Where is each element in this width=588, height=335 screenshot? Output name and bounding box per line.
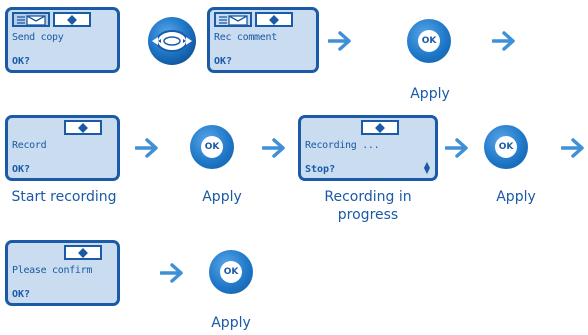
recording-in-progress-caption: Recording in progress <box>318 188 418 224</box>
screen-line-2: OK? <box>12 289 31 300</box>
phone-screen-rec-comment: Rec comment OK? <box>207 7 319 73</box>
right-arrow-icon <box>445 138 468 158</box>
ok-label: OK <box>418 30 440 52</box>
screen-line-1: Send copy <box>12 32 64 43</box>
right-arrow-icon <box>492 31 515 51</box>
apply-caption: Apply <box>496 189 536 205</box>
screen-line-1: Please confirm <box>12 265 93 276</box>
screen-line-1: Recording ... <box>305 140 380 151</box>
diamond-tab-icon <box>53 12 91 27</box>
phone-screen-recording: Recording ... Stop? ▲▼ <box>298 115 438 181</box>
ok-button[interactable]: OK <box>190 125 234 169</box>
start-recording-caption: Start recording <box>11 189 117 205</box>
phone-screen-please-confirm: Please confirm OK? <box>5 240 120 306</box>
right-arrow-icon <box>561 138 584 158</box>
right-arrow-icon <box>135 138 158 158</box>
message-tab-icon <box>12 12 50 27</box>
screen-line-2: Stop? <box>305 164 336 175</box>
diamond-tab-icon <box>361 120 399 135</box>
scroll-updown-icon: ▲▼ <box>423 160 430 175</box>
screen-line-1: Record <box>12 140 47 151</box>
apply-caption: Apply <box>410 86 450 102</box>
ok-label: OK <box>495 136 517 158</box>
screen-line-2: OK? <box>12 56 31 67</box>
screen-line-2: OK? <box>214 56 233 67</box>
ok-label: OK <box>220 261 242 283</box>
ok-button[interactable]: OK <box>209 250 253 294</box>
ok-button[interactable]: OK <box>407 19 451 63</box>
caption-line-2: progress <box>337 207 399 223</box>
navigator-left-right-icon[interactable] <box>147 16 197 66</box>
diamond-tab-icon <box>64 120 102 135</box>
right-arrow-icon <box>160 263 183 283</box>
diamond-tab-icon <box>64 245 102 260</box>
caption-line-1: Recording in <box>324 189 412 205</box>
ok-button[interactable]: OK <box>484 125 528 169</box>
apply-caption: Apply <box>211 315 251 331</box>
screen-line-1: Rec comment <box>214 32 277 43</box>
ok-label: OK <box>201 136 223 158</box>
apply-caption: Apply <box>202 189 242 205</box>
screen-line-2: OK? <box>12 164 31 175</box>
diamond-tab-icon <box>255 12 293 27</box>
message-tab-icon <box>214 12 252 27</box>
phone-screen-send-copy: Send copy OK? <box>5 7 120 73</box>
right-arrow-icon <box>262 138 285 158</box>
right-arrow-icon <box>328 31 351 51</box>
phone-screen-record: Record OK? <box>5 115 120 181</box>
